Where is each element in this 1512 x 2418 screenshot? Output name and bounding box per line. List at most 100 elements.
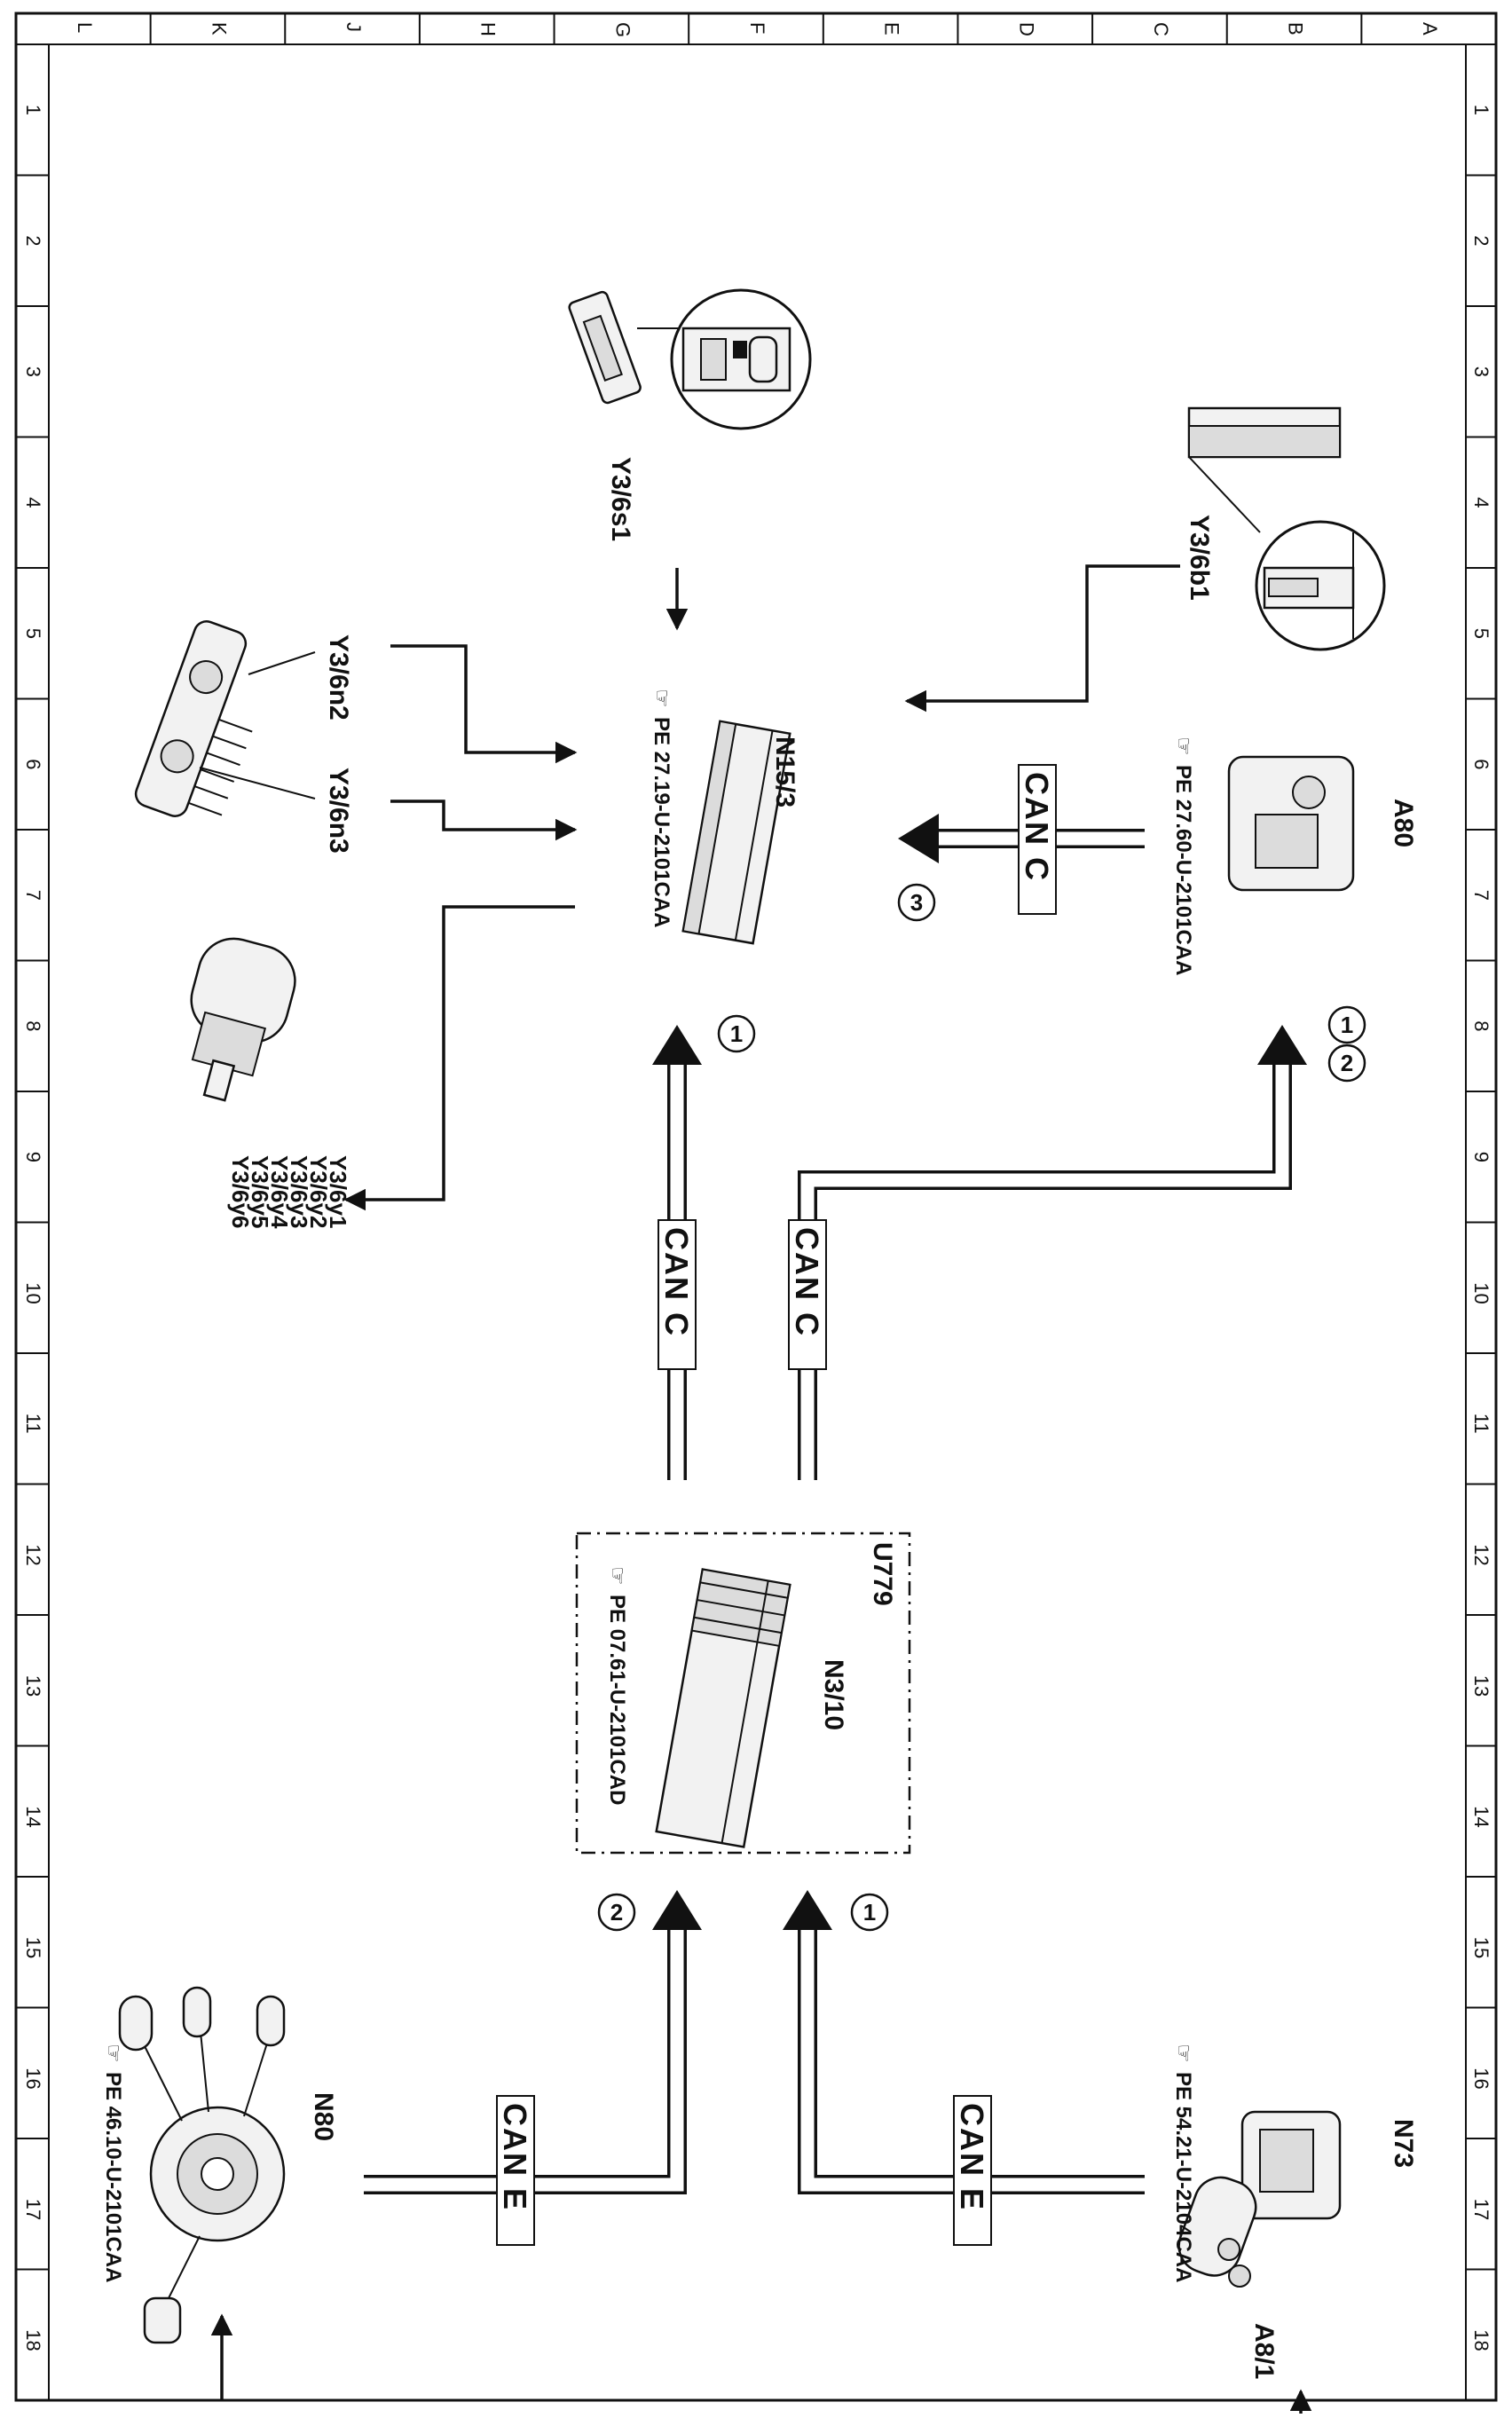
row-label: 18 [22, 2329, 44, 2351]
bus-arrowhead [652, 1025, 702, 1065]
n3-10-hand-icon: ☞ [605, 1566, 629, 1586]
row-label: 10 [22, 1282, 44, 1304]
actuator-illustration [1227, 755, 1355, 892]
outer-border [14, 12, 1498, 2402]
n15-3-to-y3-6y-arrow [343, 905, 575, 1211]
a80-ref-text: PE 27.60-U-2101CAA [1171, 765, 1195, 975]
y3-6n3-to-n15-3-arrow [390, 799, 578, 841]
marker-2: 2 [610, 1899, 623, 1926]
marker-1: 1 [1341, 1012, 1353, 1038]
a80-reference: ☞ PE 27.60-U-2101CAA [1171, 736, 1195, 975]
row-label: 14 [22, 1806, 44, 1827]
ignition-switch-illustration [1177, 2110, 1342, 2288]
y3-6n2-to-n15-3-arrow [390, 644, 578, 764]
column-label: G [611, 22, 634, 37]
row-label: 6 [22, 759, 44, 769]
row-label: 9 [1470, 1152, 1492, 1162]
can-c-label: CAN C [658, 1227, 695, 1337]
component-n80: N80 ☞ PE 46.10-U-2101CAA [101, 1986, 338, 2400]
a80-label: A80 [1389, 799, 1418, 847]
row-label: 7 [22, 890, 44, 901]
n3-10-label: N3/10 [819, 1659, 848, 1730]
row-label: 8 [22, 1020, 44, 1031]
a80-hand-icon: ☞ [1171, 736, 1195, 756]
row-label: 5 [1470, 628, 1492, 639]
row-label: 14 [1470, 1806, 1492, 1827]
can-c-tag [1018, 764, 1057, 915]
can-e-label: CAN E [497, 2103, 533, 2211]
marker-circle [897, 883, 936, 922]
bus-n3-10-to-n15-3: CAN C 1 [652, 1014, 756, 1480]
n73-ref-text: PE 54.21-U-2104CAA [1171, 2072, 1195, 2282]
column-label: H [477, 22, 500, 36]
n73-hand-icon: ☞ [1171, 2044, 1195, 2063]
marker-circle [1327, 1005, 1366, 1044]
y3-6y-label: Y3/6y5 [247, 1155, 273, 1228]
row-label: 15 [1470, 1937, 1492, 1958]
can-e-tag [496, 2095, 535, 2246]
marker-circle [1327, 1044, 1366, 1083]
column-label: C [1150, 22, 1172, 36]
can-e-tag [953, 2095, 992, 2246]
can-e-label: CAN E [954, 2103, 990, 2211]
bus-arrowhead [652, 1890, 702, 1930]
row-label: 2 [22, 235, 44, 246]
component-n73: N73 A8/1 ☞ PE 54.21-U-2104CAA [1171, 2044, 1418, 2414]
bus-arrowhead [898, 814, 939, 863]
bus-n3-10-to-a80: CAN C 1 2 [788, 1005, 1366, 1480]
component-a80: A80 ☞ PE 27.60-U-2101CAA [1171, 736, 1418, 975]
y3-6b1-label: Y3/6b1 [1185, 515, 1214, 601]
y3-6b1-to-n15-3-arrow [904, 564, 1180, 713]
column-label: A [1419, 22, 1441, 35]
n15-3-label: N15/3 [770, 736, 799, 807]
n15-3-hand-icon: ☞ [650, 689, 673, 708]
n3-10-reference: ☞ PE 07.61-U-2101CAD [605, 1566, 629, 1805]
y3-6y-label: Y3/6y6 [227, 1155, 254, 1228]
sensor-detail-circle [1255, 520, 1386, 651]
row-label: 9 [22, 1152, 44, 1162]
row-label: 1 [1470, 105, 1492, 115]
column-label: J [343, 22, 365, 32]
y3-6n2-leader [248, 651, 316, 675]
component-y3-6b1: Y3/6b1 [904, 406, 1386, 713]
y3-6n3-leader [199, 767, 316, 799]
component-y3-6s1: Y3/6s1 [568, 288, 812, 631]
row-label: 11 [1470, 1414, 1492, 1434]
y3-6y-label: Y3/6y2 [305, 1155, 332, 1228]
component-n15-3: N15/3 ☞ PE 27.19-U-2101CAA [650, 689, 799, 945]
component-y3-6n2-n3: Y3/6n2 Y3/6n3 [134, 620, 578, 854]
pump-illustration [134, 620, 253, 817]
gateway-illustration [655, 1568, 791, 1848]
column-label: F [746, 22, 768, 34]
row-label: 6 [1470, 759, 1492, 769]
switch-detail-circle [670, 288, 812, 430]
y3-6s1-label: Y3/6s1 [606, 457, 635, 541]
n73-reference: ☞ PE 54.21-U-2104CAA [1171, 2044, 1195, 2282]
column-label: D [1015, 22, 1037, 36]
can-c-label: CAN C [1019, 772, 1055, 882]
row-label: 12 [22, 1544, 44, 1565]
n3-10-ref-text: PE 07.61-U-2101CAD [605, 1595, 629, 1805]
switch-illustration [568, 290, 690, 405]
marker-3: 3 [910, 889, 923, 916]
n15-3-ref-text: PE 27.19-U-2101CAA [650, 717, 673, 927]
marker-2: 2 [1341, 1050, 1353, 1076]
marker-1: 1 [863, 1899, 876, 1926]
marker-circle [597, 1893, 636, 1932]
row-dividers [16, 174, 1496, 2271]
row-label: 16 [22, 2068, 44, 2089]
row-label: 10 [1470, 1282, 1492, 1304]
y3-6y-label: Y3/6y4 [266, 1155, 293, 1229]
row-label: 13 [1470, 1675, 1492, 1697]
bus-a80-to-n15-3: CAN C 3 [897, 764, 1145, 922]
can-c-label: CAN C [789, 1227, 825, 1337]
y3-6y-label: Y3/6y3 [286, 1155, 312, 1228]
y3-6n2-label: Y3/6n2 [324, 634, 353, 721]
row-label: 11 [22, 1414, 44, 1434]
n73-label: N73 [1389, 2119, 1418, 2168]
n80-label: N80 [309, 2092, 338, 2141]
row-label: 3 [22, 366, 44, 377]
row-label: 2 [1470, 235, 1492, 246]
